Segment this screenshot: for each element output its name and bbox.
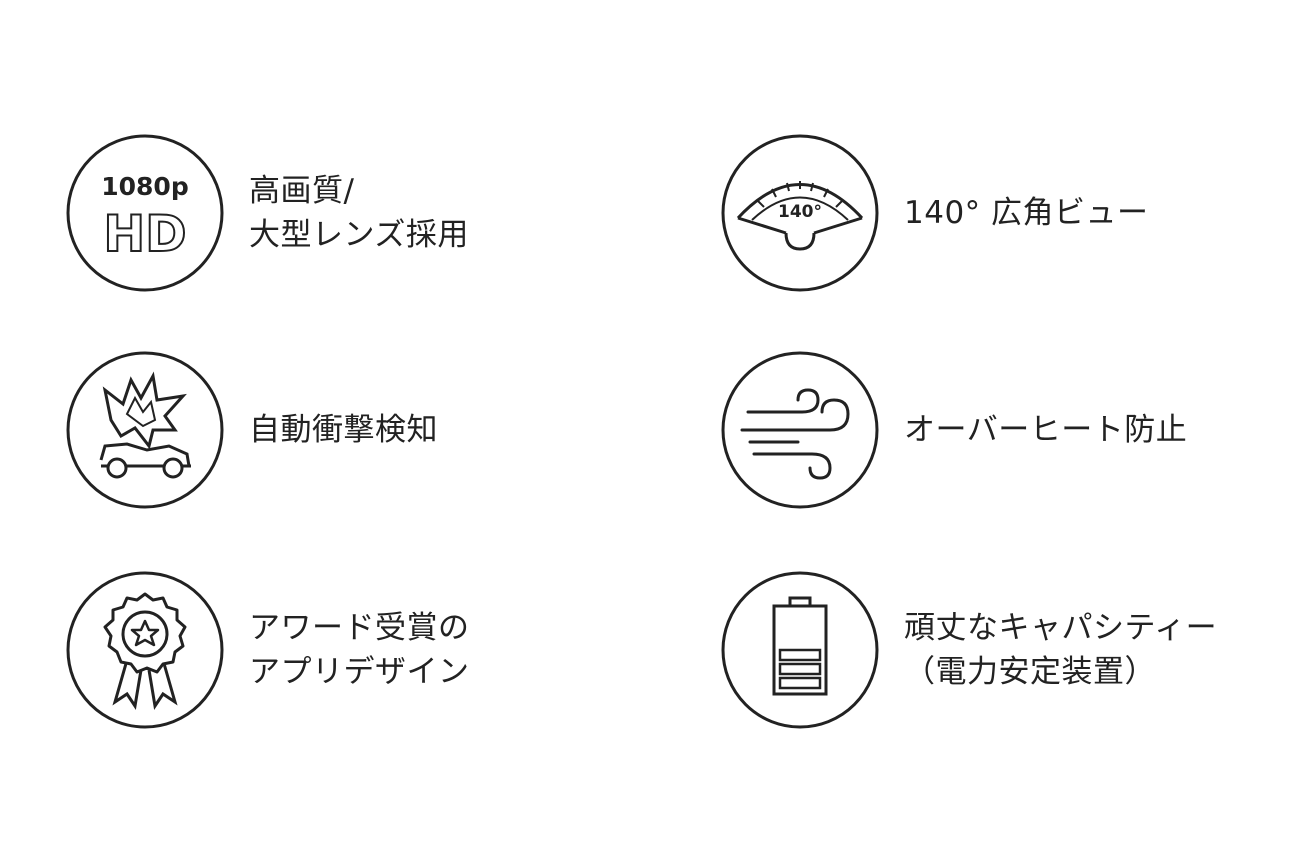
feature-label-line-2: （電力安定装置） [904,654,1156,690]
wide-angle-icon: 140° [720,133,880,293]
hd-icon-resolution-text: 1080p [101,172,188,201]
hd-icon-hd-text: HD [103,205,186,263]
feature-label: オーバーヒート防止 [904,350,1187,510]
feature-label-line-1: 自動衝撃検知 [249,412,438,448]
collision-icon [65,350,225,510]
feature-label-line-1: アワード受賞の [249,610,470,646]
feature-label: 140° 広角ビュー [904,133,1149,293]
feature-label: 高画質/ 大型レンズ採用 [249,133,469,293]
feature-label: 頑丈なキャパシティー （電力安定装置） [904,570,1217,730]
feature-label: アワード受賞の アプリデザイン [249,570,470,730]
feature-label-line-2: アプリデザイン [249,654,470,690]
feature-label-line-1: オーバーヒート防止 [904,412,1188,448]
feature-label-line-1: 140° 広角ビュー [904,195,1149,231]
hd-1080p-icon: 1080p HD [65,133,225,293]
wind-icon [720,350,880,510]
feature-label: 自動衝撃検知 [249,350,438,510]
feature-label-line-1: 高画質/ [249,173,355,209]
award-ribbon-icon [65,570,225,730]
feature-label-line-1: 頑丈なキャパシティー [904,610,1218,646]
wide-angle-degree-text: 140° [778,202,822,222]
battery-icon [720,570,880,730]
feature-label-line-2: 大型レンズ採用 [249,217,469,253]
